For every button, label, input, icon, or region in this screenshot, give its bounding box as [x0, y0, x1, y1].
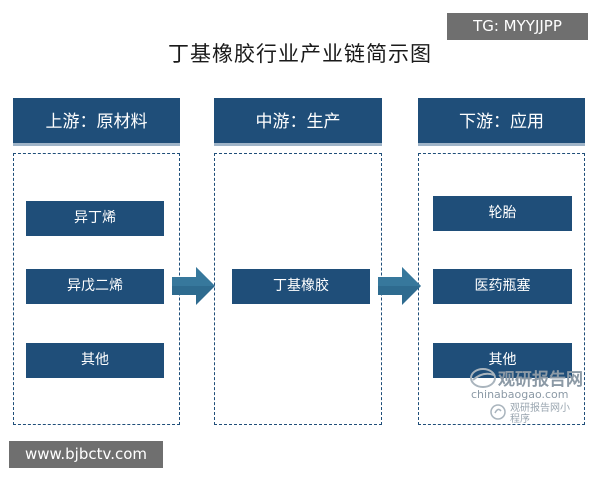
- midstream-item-butyl-rubber: 丁基橡胶: [232, 269, 370, 304]
- upstream-item-isoprene: 异戊二烯: [26, 269, 164, 304]
- mini-program-icon: [490, 404, 506, 420]
- upstream-item-other: 其他: [26, 343, 164, 378]
- upstream-header: 上游：原材料: [13, 98, 180, 146]
- globe-icon: [470, 368, 496, 388]
- footer-url: www.bjbctv.com: [9, 441, 163, 468]
- upstream-item-isobutylene: 异丁烯: [26, 201, 164, 236]
- downstream-item-pharma-stoppers: 医药瓶塞: [433, 269, 572, 304]
- downstream-header: 下游：应用: [418, 98, 585, 146]
- downstream-item-other: 其他: [433, 343, 572, 378]
- diagram-title: 丁基橡胶行业产业链简示图: [168, 42, 432, 66]
- watermark-logo: 观研报告网 chinabaogao.com 观研报告网小 程序: [466, 363, 596, 425]
- arrow-right-icon: [378, 267, 421, 305]
- watermark-sub-line2: 程序: [510, 414, 530, 425]
- watermark-sub: 观研报告网小 程序: [510, 403, 570, 425]
- watermark-domain: chinabaogao.com: [471, 388, 569, 401]
- arrow-right-icon: [172, 267, 215, 305]
- telegram-tag: TG: MYYJJPP: [447, 13, 588, 40]
- midstream-header: 中游：生产: [214, 98, 382, 146]
- watermark-sub-line1: 观研报告网小: [510, 403, 570, 414]
- downstream-item-tires: 轮胎: [433, 196, 572, 231]
- watermark-name: 观研报告网: [498, 370, 583, 390]
